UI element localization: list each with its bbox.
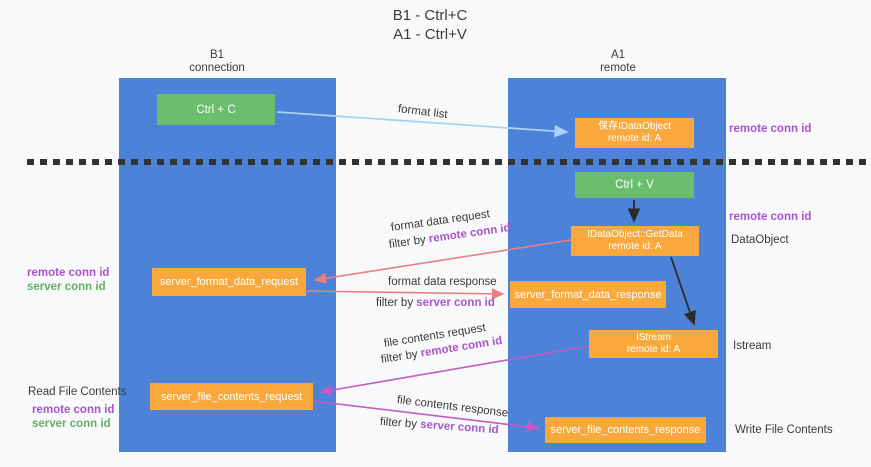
node-ctrl-v-label: Ctrl + V [615,179,654,191]
node-server-file-contents-request-label: server_file_contents_request [160,390,303,403]
node-istream: IStream remote id: A [589,330,718,358]
node-save-idataobject-line1: 保存IDataObject [598,120,671,132]
format-data-response-label: format data response [388,276,497,288]
dataobject-annotation: DataObject [731,234,789,246]
lane-header-a1: A1 remote [558,49,678,75]
remote-conn-id-annotation-mid-right: remote conn id [729,211,812,223]
node-ctrl-v: Ctrl + V [575,172,694,198]
server-conn-id-annotation-bottom-left: server conn id [32,418,111,430]
lane-a1-name: A1 [610,49,626,61]
file-contents-response-arrow [312,400,540,433]
node-server-file-contents-request: server_file_contents_request [150,383,313,410]
node-idataobject-getdata: IDataObject::GetData remote id: A [571,226,699,256]
getdata-to-istream-arrow [670,256,696,326]
node-ctrl-c: Ctrl + C [157,94,275,125]
node-istream-line2: remote id: A [626,344,681,355]
remote-conn-id-annotation-top-right: remote conn id [729,123,812,135]
filter-by-server-conn-id-label-1: filter by server conn id [376,297,495,309]
lane-b1-subtitle: connection [189,62,245,74]
node-server-format-data-response-label: server_format_data_response [514,288,662,301]
node-save-idataobject-line2: remote id: A [607,133,662,144]
format-data-request-arrow [313,239,572,284]
node-server-format-data-response: server_format_data_response [510,281,666,308]
read-file-contents-annotation: Read File Contents [28,386,127,398]
server-conn-id-text: server conn id [416,297,495,309]
write-file-contents-annotation: Write File Contents [735,424,833,436]
node-ctrl-c-label: Ctrl + C [196,103,236,116]
node-server-format-data-request: server_format_data_request [152,268,306,296]
filter-by-text: filter by [379,416,418,431]
diagram-title: B1 - Ctrl+C A1 - Ctrl+V [330,6,530,44]
node-server-file-contents-response-label: server_file_contents_response [550,424,701,436]
node-idataobject-getdata-line2: remote id: A [608,241,662,252]
node-save-idataobject: 保存IDataObject remote id: A [575,118,694,148]
server-conn-id-annotation-mid-left: server conn id [27,281,106,293]
title-line-2: A1 - Ctrl+V [393,26,467,43]
lane-header-b1: B1 connection [157,49,277,75]
format-list-arrow [276,111,569,138]
node-server-file-contents-response: server_file_contents_response [545,417,706,443]
filter-by-text: filter by [376,297,414,309]
lane-b1-name: B1 [209,49,225,61]
file-contents-request-arrow [319,345,590,396]
node-idataobject-getdata-line1: IDataObject::GetData [587,228,683,240]
node-istream-line1: IStream [635,331,671,343]
lane-a1-subtitle: remote [600,62,636,74]
istream-annotation: Istream [733,340,772,352]
node-server-format-data-request-label: server_format_data_request [159,276,299,288]
title-line-1: B1 - Ctrl+C [392,7,468,24]
remote-conn-id-annotation-mid-left: remote conn id [27,267,110,279]
remote-conn-id-annotation-bottom-left: remote conn id [32,404,115,416]
format-data-response-arrow [305,288,505,300]
